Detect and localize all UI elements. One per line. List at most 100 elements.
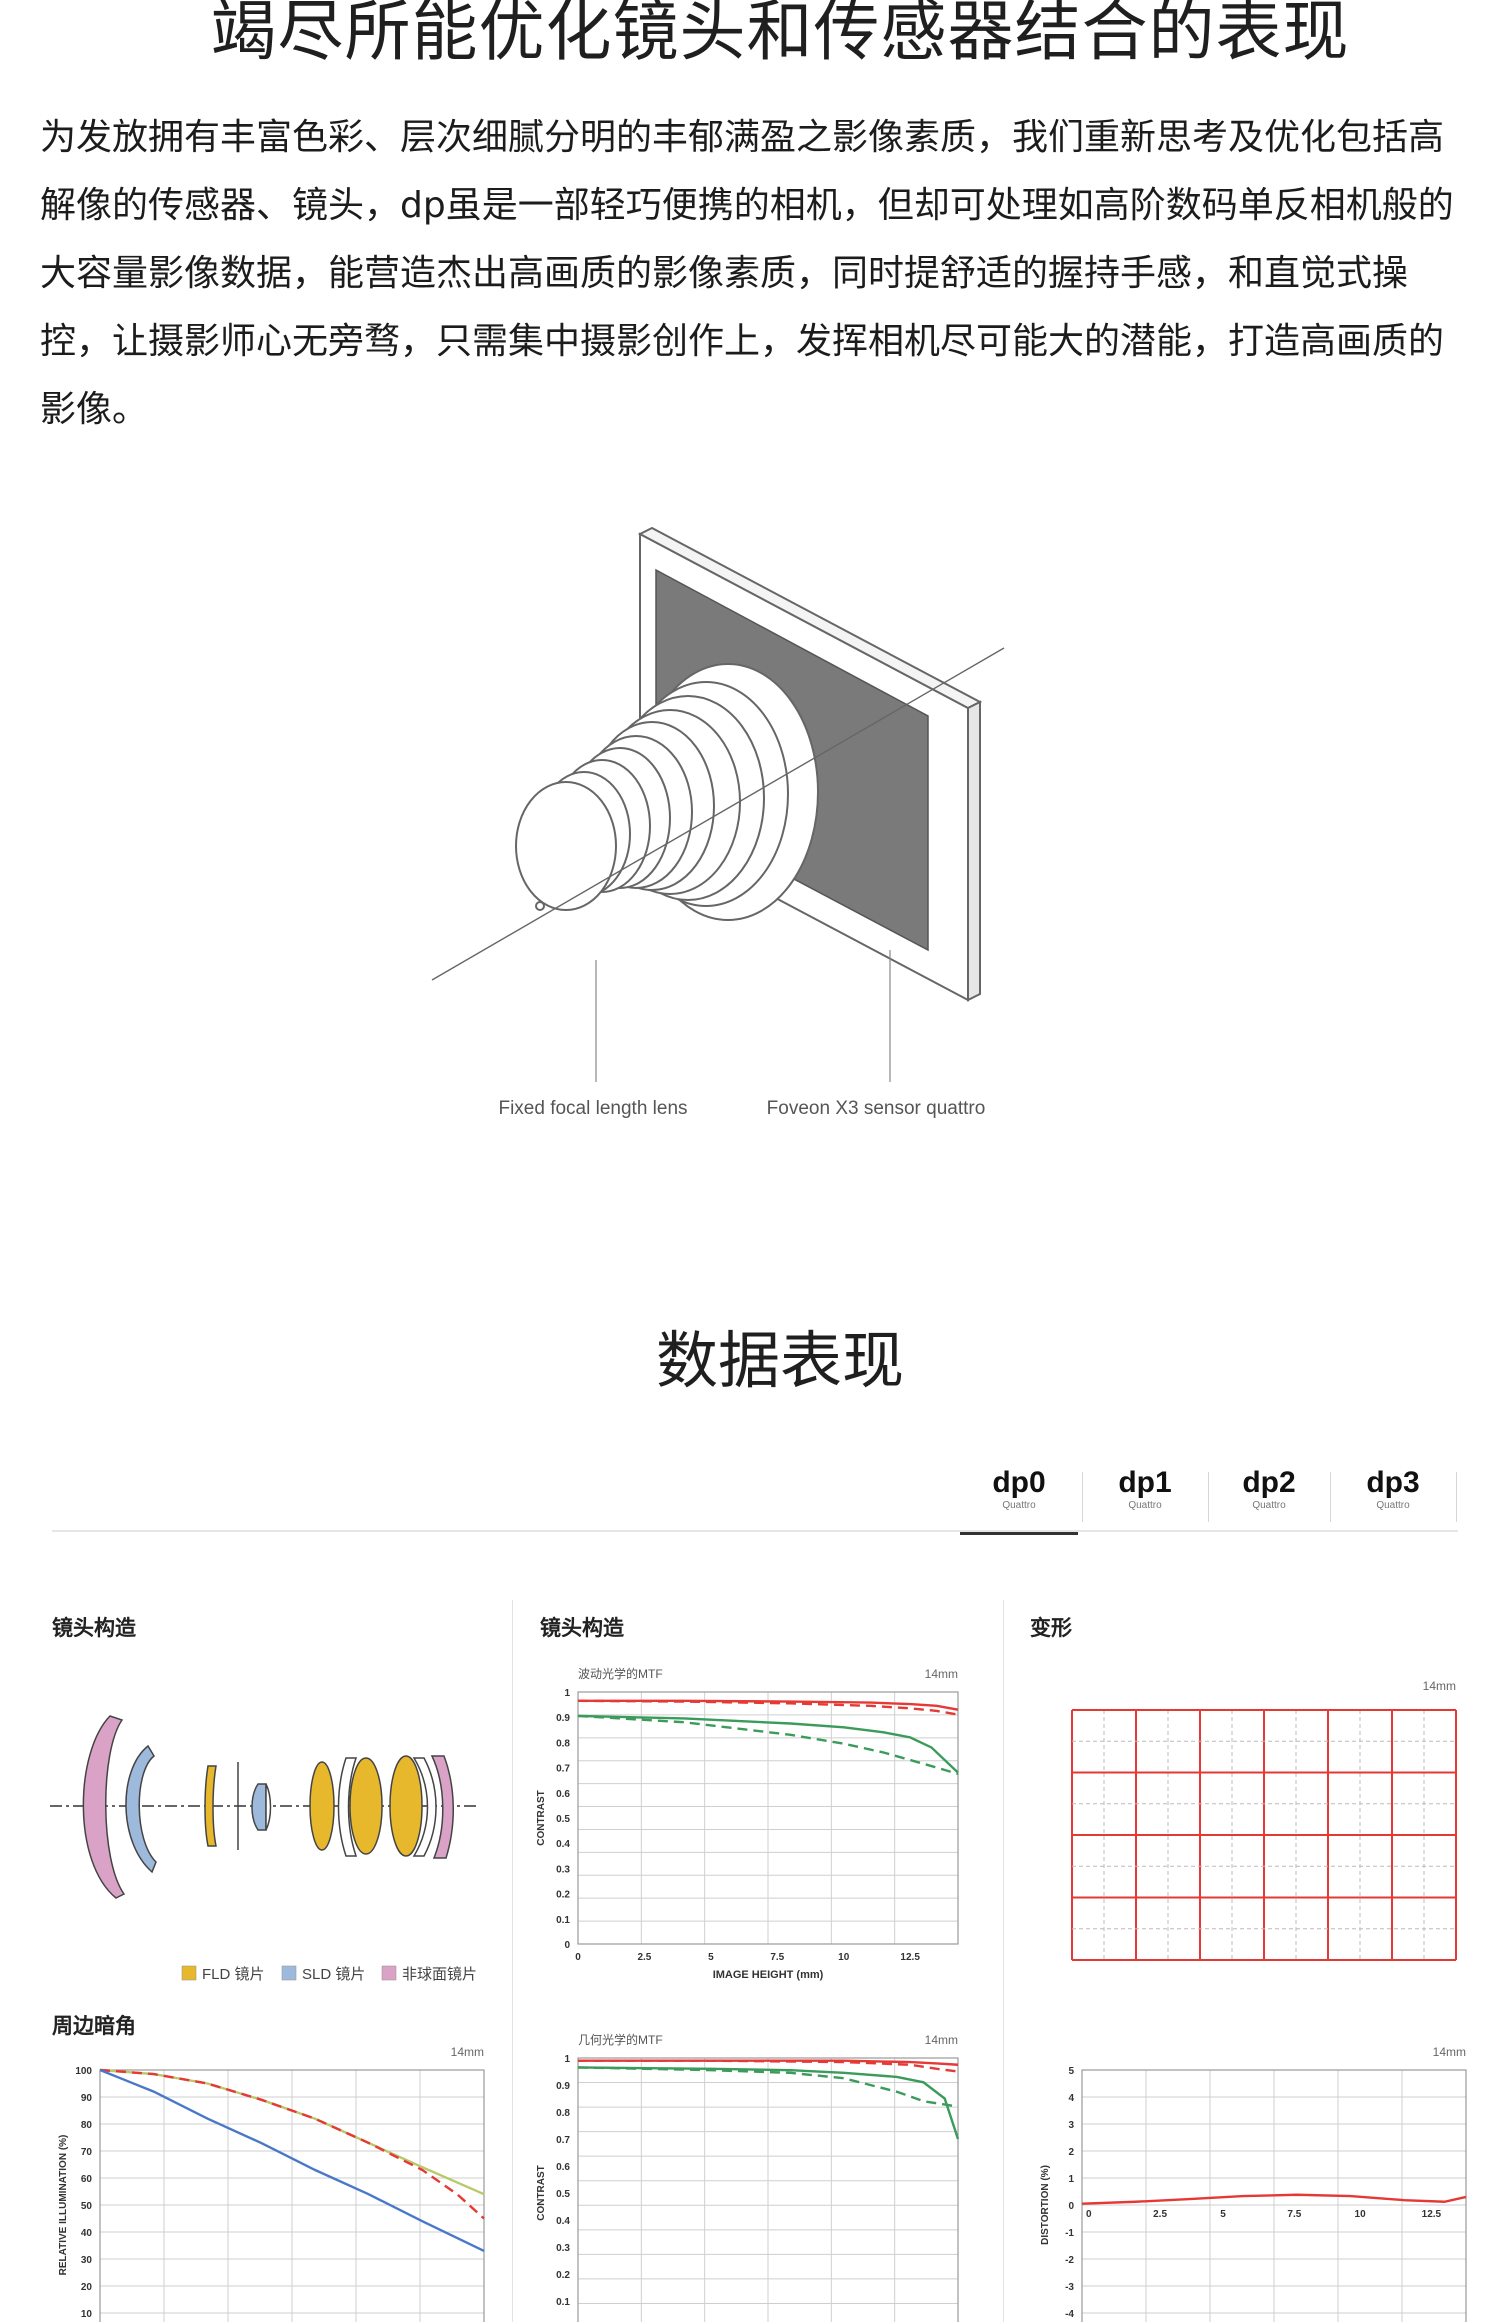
y-tick-label: 0 — [1068, 2201, 1074, 2212]
tab-dp2[interactable]: dp2 Quattro — [1210, 1466, 1328, 1532]
distortion-title: 变形 — [1030, 1616, 1072, 1640]
tab-separator — [1330, 1472, 1331, 1522]
lens-element-asph-1 — [82, 1715, 126, 1899]
y-tick-label: 2 — [1068, 2147, 1074, 2158]
y-tick-label: 100 — [75, 2066, 92, 2077]
focal-label: 14mm — [1433, 2045, 1466, 2059]
y-tick-label: 20 — [81, 2282, 93, 2293]
y-tick-label: 0.4 — [556, 2216, 570, 2227]
x-tick-label: 7.5 — [1287, 2209, 1301, 2220]
tab-label: dp0 — [992, 1466, 1046, 1499]
series-line — [577, 2066, 960, 2140]
y-tick-label: 10 — [81, 2309, 93, 2320]
y-tick-label: 0.5 — [556, 2189, 570, 2200]
column-separator — [1003, 1600, 1004, 2322]
sensor-caption: Foveon X3 sensor quattro — [767, 1098, 986, 1119]
y-tick-label: 80 — [81, 2120, 93, 2131]
plot-frame — [577, 1691, 959, 1945]
y-axis-label: CONTRAST — [536, 2165, 547, 2221]
distortion-grid-chart: 14mm — [1071, 1679, 1457, 1961]
y-tick-label: 0 — [564, 1940, 570, 1951]
y-tick-label: -3 — [1065, 2282, 1074, 2293]
tab-label: dp1 — [1118, 1466, 1172, 1499]
y-tick-label: -4 — [1065, 2309, 1074, 2320]
chart-title: 几何光学的MTF — [578, 2032, 663, 2047]
legend-fld: FLD 镜片 — [202, 1965, 265, 1983]
lens-element-plain-2 — [337, 1757, 358, 1857]
tab-label: dp3 — [1366, 1466, 1420, 1499]
tab-separator — [1082, 1472, 1083, 1522]
x-axis-label: IMAGE HEIGHT (mm) — [713, 1969, 824, 1981]
lens-legend: FLD 镜片 SLD 镜片 非球面镜片 — [181, 1965, 477, 1983]
legend-asph: 非球面镜片 — [402, 1965, 477, 1983]
mtf-geometric-chart: 00.10.20.30.40.50.60.70.80.91CONTRAST几何光… — [536, 2032, 960, 2322]
series-line — [99, 2068, 485, 2220]
lens-construction-diagram: FLD 镜片 SLD 镜片 非球面镜片 — [50, 1715, 480, 1983]
y-axis-label: CONTRAST — [536, 1790, 547, 1846]
y-tick-label: 0.3 — [556, 1864, 570, 1875]
lens-construction-title: 镜头构造 — [52, 1616, 136, 1640]
y-tick-label: 0.7 — [556, 1764, 570, 1775]
y-tick-label: -1 — [1065, 2228, 1074, 2239]
y-tick-label: 3 — [1068, 2120, 1074, 2131]
focal-label: 14mm — [451, 2045, 484, 2059]
y-tick-label: 0.4 — [556, 1839, 570, 1850]
lens-element-fld-1 — [204, 1765, 217, 1847]
series-line — [577, 1699, 959, 1716]
tab-dp1[interactable]: dp1 Quattro — [1086, 1466, 1204, 1532]
focal-label: 14mm — [925, 1667, 958, 1681]
focal-label: 14mm — [925, 2033, 958, 2047]
x-tick-label: 12.5 — [1422, 2209, 1442, 2220]
y-tick-label: 1 — [1068, 2174, 1074, 2185]
legend-sld: SLD 镜片 — [302, 1965, 365, 1983]
series-line — [577, 1714, 959, 1776]
x-tick-label: 10 — [1355, 2209, 1367, 2220]
y-tick-label: 0.2 — [556, 2270, 570, 2281]
tab-label: dp2 — [1242, 1466, 1296, 1499]
y-tick-label: 0.1 — [556, 2297, 570, 2308]
x-tick-label: 12.5 — [900, 1952, 920, 1963]
vignetting-title: 周边暗角 — [52, 2014, 136, 2038]
x-tick-label: 2.5 — [1153, 2209, 1167, 2220]
series-line — [577, 2066, 959, 2108]
plot-frame — [577, 2057, 959, 2322]
y-tick-label: 30 — [81, 2255, 93, 2266]
y-tick-label: 0.2 — [556, 1890, 570, 1901]
tab-sublabel: Quattro — [1002, 1500, 1036, 1511]
y-tick-label: 70 — [81, 2147, 93, 2158]
y-tick-label: 1 — [564, 2054, 570, 2065]
x-tick-label: 0 — [1086, 2209, 1092, 2220]
series-line — [99, 2068, 485, 2252]
lens-illustration — [515, 663, 819, 921]
tab-separator — [1208, 1472, 1209, 1522]
x-tick-label: 2.5 — [637, 1952, 651, 1963]
series-line — [1081, 2193, 1467, 2205]
lens-element-fld-2 — [309, 1761, 335, 1851]
tab-dp3[interactable]: dp3 Quattro — [1334, 1466, 1452, 1532]
chart-title: 波动光学的MTF — [578, 1666, 663, 1681]
series-line — [577, 1714, 959, 1774]
x-tick-label: 5 — [708, 1952, 714, 1963]
y-tick-label: 0.9 — [556, 1713, 570, 1724]
tab-dp0[interactable]: dp0 Quattro — [960, 1466, 1078, 1535]
lens-element-plain-1 — [265, 1783, 272, 1831]
intro-paragraph: 为发放拥有丰富色彩、层次细腻分明的丰郁满盈之影像素质，我们重新思考及优化包括高解… — [40, 117, 1454, 430]
y-tick-label: 0.1 — [556, 1915, 570, 1926]
y-axis-label: RELATIVE ILLUMINATION (%) — [58, 2135, 69, 2276]
lens-caption: Fixed focal length lens — [498, 1098, 687, 1119]
lens-element-plain-3 — [412, 1757, 437, 1857]
focal-label: 14mm — [1423, 1679, 1456, 1693]
plot-frame — [99, 2069, 485, 2322]
x-tick-label: 7.5 — [770, 1952, 784, 1963]
lens-element-sld-2 — [251, 1783, 267, 1831]
y-tick-label: 0.6 — [556, 1789, 570, 1800]
legend-swatch-sld — [281, 1965, 297, 1981]
model-tabs: dp0 Quattro dp1 Quattro dp2 Quattro dp3 … — [960, 1466, 1460, 1536]
plot-frame — [1081, 2069, 1467, 2322]
y-tick-label: 0.3 — [556, 2243, 570, 2254]
optical-axis-line — [431, 647, 1005, 981]
tab-sublabel: Quattro — [1376, 1500, 1410, 1511]
y-tick-label: -2 — [1065, 2255, 1074, 2266]
